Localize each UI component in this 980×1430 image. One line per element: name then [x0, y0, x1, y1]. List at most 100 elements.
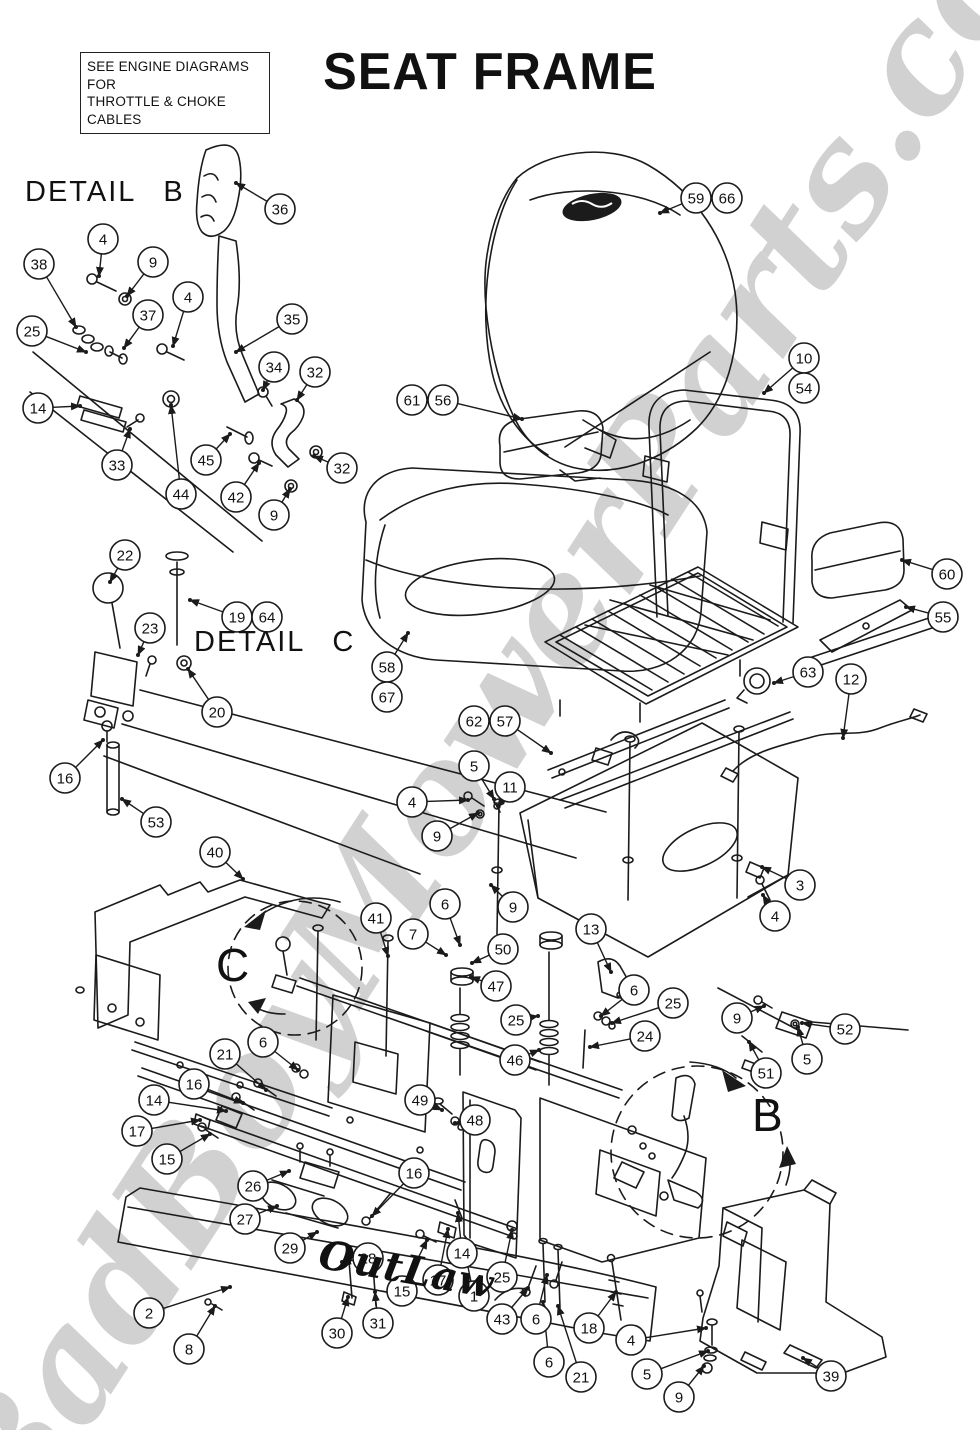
svg-text:37: 37 — [140, 307, 157, 324]
leader-target-dot — [386, 954, 390, 958]
svg-text:16: 16 — [57, 770, 74, 787]
leader-line-40 — [225, 861, 244, 880]
svg-text:9: 9 — [675, 1389, 683, 1406]
leader-target-dot — [658, 211, 662, 215]
leader-line-16 — [207, 1088, 244, 1104]
detail-c-letter: C — [216, 939, 250, 991]
leader-line-43 — [511, 1287, 529, 1308]
leader-target-dot — [122, 346, 126, 350]
svg-text:8: 8 — [185, 1341, 193, 1358]
leader-target-dot — [446, 1227, 450, 1231]
callout-9: 9 — [258, 499, 290, 531]
left-armrest — [498, 351, 711, 480]
callout-64: 64 — [251, 601, 283, 633]
callout-39: 39 — [815, 1360, 847, 1392]
leader-target-dot — [84, 350, 88, 354]
note-line-1: SEE ENGINE DIAGRAMS FOR — [87, 59, 250, 92]
leader-line-42 — [243, 462, 260, 485]
leader-line-10 — [763, 367, 794, 394]
svg-text:59: 59 — [688, 190, 705, 207]
callout-44: 44 — [165, 478, 197, 510]
detail-c-circle — [227, 897, 363, 1036]
svg-text:41: 41 — [368, 910, 385, 927]
svg-text:21: 21 — [217, 1046, 234, 1063]
leader-target-dot — [261, 388, 265, 392]
canister — [259, 1142, 349, 1229]
callout-23: 23 — [134, 612, 166, 644]
svg-text:25: 25 — [494, 1269, 511, 1286]
leader-line-35 — [235, 326, 280, 353]
note-line-2: THROTTLE & CHOKE CABLES — [87, 94, 226, 127]
svg-text:4: 4 — [627, 1332, 635, 1349]
svg-text:25: 25 — [665, 995, 682, 1012]
leader-target-dot — [762, 391, 766, 395]
leader-line-31 — [371, 1291, 380, 1309]
leader-line-53 — [121, 798, 144, 815]
svg-text:38: 38 — [31, 256, 48, 273]
callout-4: 4 — [615, 1324, 647, 1356]
leader-line-9 — [490, 884, 503, 897]
leader-line-4 — [171, 311, 185, 347]
leader-target-dot — [234, 181, 238, 185]
leader-target-dot — [599, 1014, 603, 1018]
leader-target-dot — [470, 961, 474, 965]
leader-line-56 — [457, 402, 523, 421]
leader-line-6 — [538, 1274, 549, 1305]
leader-line-50 — [471, 954, 490, 964]
callout-61: 61 — [396, 384, 428, 416]
leader-target-dot — [275, 1204, 279, 1208]
leader-target-dot — [425, 1238, 429, 1242]
leader-line-13 — [596, 942, 612, 973]
leader-line-15 — [179, 1133, 211, 1153]
leader-line-14 — [168, 1101, 227, 1114]
callout-67: 67 — [371, 681, 403, 713]
seat-cushion — [361, 467, 708, 672]
callout-9: 9 — [721, 1002, 753, 1034]
callout-58: 58 — [371, 651, 403, 683]
svg-text:15: 15 — [394, 1283, 411, 1300]
leader-target-dot — [492, 797, 496, 801]
leader-line-4 — [645, 1325, 707, 1339]
callout-9: 9 — [137, 246, 169, 278]
svg-text:48: 48 — [467, 1112, 484, 1129]
leader-target-dot — [772, 681, 776, 685]
svg-text:55: 55 — [935, 609, 952, 626]
seat-latch — [736, 667, 771, 704]
leader-line-8 — [196, 1305, 216, 1337]
callout-42: 42 — [220, 481, 252, 513]
svg-text:52: 52 — [837, 1021, 854, 1038]
callout-11: 11 — [494, 771, 526, 803]
svg-text:62: 62 — [466, 713, 483, 730]
leader-line-44 — [168, 404, 181, 480]
leader-target-dot — [610, 1021, 614, 1025]
leader-target-dot — [213, 1304, 217, 1308]
leader-line-6 — [449, 917, 461, 946]
leader-target-dot — [520, 417, 524, 421]
svg-text:31: 31 — [370, 1315, 387, 1332]
svg-text:24: 24 — [637, 1028, 654, 1045]
svg-text:45: 45 — [198, 452, 215, 469]
leader-target-dot — [315, 1230, 319, 1234]
callout-20: 20 — [201, 696, 233, 728]
callout-6: 6 — [429, 888, 461, 920]
svg-text:5: 5 — [470, 758, 478, 775]
leader-target-dot — [466, 798, 470, 802]
svg-text:12: 12 — [843, 671, 860, 688]
leader-target-dot — [288, 487, 292, 491]
callout-24: 24 — [629, 1020, 661, 1052]
leader-target-dot — [373, 1290, 377, 1294]
leader-line-32 — [313, 455, 329, 464]
callout-55: 55 — [927, 601, 959, 633]
callout-40: 40 — [199, 836, 231, 868]
callout-15: 15 — [151, 1143, 183, 1175]
leader-line-9 — [750, 1005, 765, 1014]
leader-line-37 — [123, 326, 140, 349]
leader-target-dot — [904, 605, 908, 609]
svg-text:9: 9 — [509, 899, 517, 916]
callout-45: 45 — [190, 444, 222, 476]
leader-line-57 — [516, 728, 552, 754]
leader-line-14 — [454, 1212, 463, 1239]
svg-text:14: 14 — [30, 400, 47, 417]
leader-line-29 — [302, 1231, 318, 1241]
